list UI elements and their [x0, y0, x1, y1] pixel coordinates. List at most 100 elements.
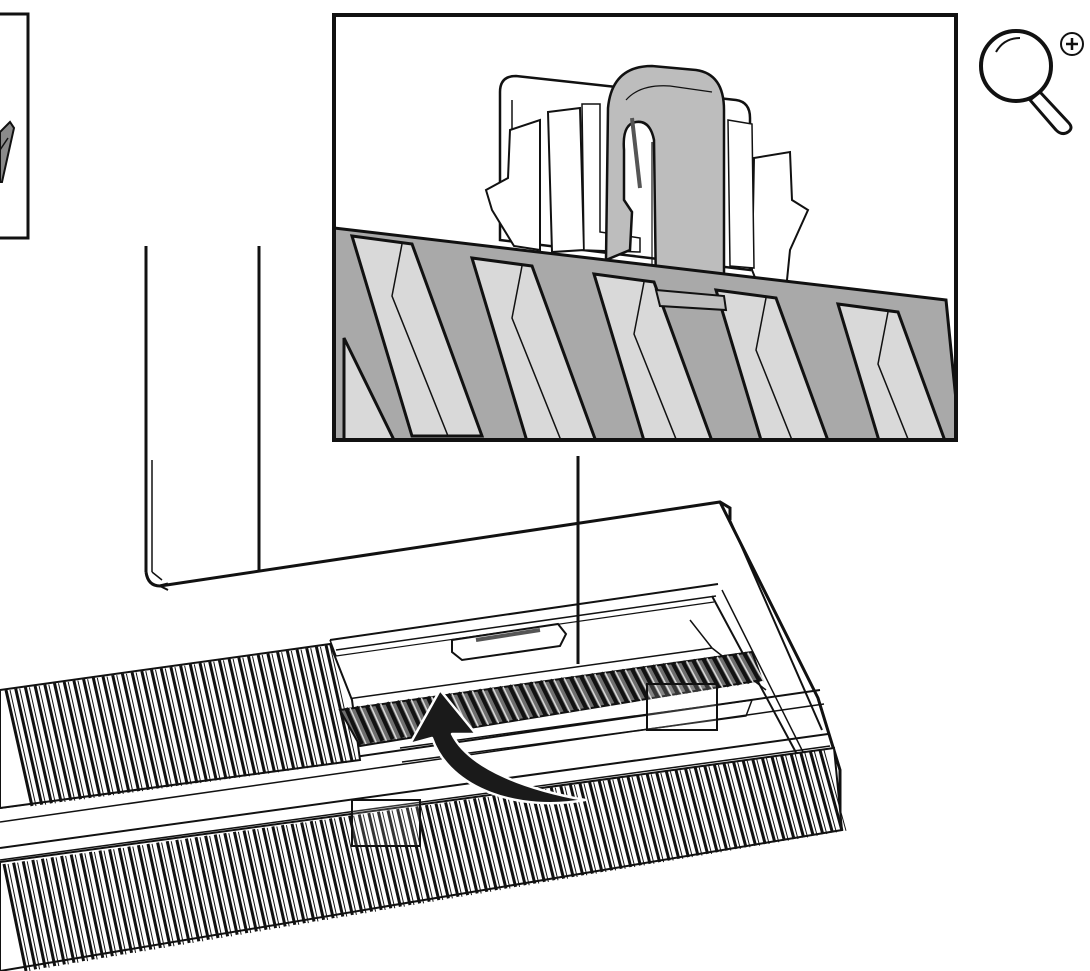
grille-fin-edge [77, 680, 105, 797]
grille-fin [285, 650, 315, 768]
grille-fin-edge [242, 657, 270, 774]
filter-fin-highlight [645, 666, 663, 698]
grille-fin [62, 681, 92, 799]
filter-fin [456, 691, 477, 728]
grille-fin-edge [113, 849, 137, 953]
filter-fin-highlight [379, 703, 398, 740]
grille-fin [204, 835, 230, 937]
grille-fin [645, 773, 671, 861]
filter-fin [711, 655, 731, 688]
grille-fin-edge [785, 755, 809, 838]
filter-fin-highlight [573, 676, 592, 710]
grille-fin-edge [93, 851, 117, 957]
grille-fin-edge [28, 687, 56, 804]
grille-fin [169, 666, 199, 784]
grille-fin-edge [449, 802, 473, 896]
filter-fin-highlight [400, 700, 418, 737]
grille-fin-edge [45, 858, 69, 965]
grille-fin [674, 769, 700, 856]
grille-fin-edge [237, 831, 261, 932]
grille-fin [818, 749, 844, 832]
inset-slot [835, 302, 947, 440]
filter-fin-highlight [614, 670, 632, 703]
front-grille [0, 746, 847, 971]
inset-slot [591, 272, 714, 440]
grille-fin [492, 795, 518, 888]
grille-fin-edge [106, 676, 134, 793]
grille-fin [314, 646, 344, 764]
grille-fin [111, 674, 141, 792]
grille-fin-edge [209, 835, 233, 937]
filter-fin [629, 667, 650, 701]
latch-tab [451, 622, 568, 662]
filter-fin-highlight [553, 679, 571, 713]
grille-fin-edge [468, 799, 492, 892]
filter-fin [364, 704, 385, 742]
filter-fin [497, 685, 517, 721]
grille-fin [69, 854, 95, 960]
rear-left-grille [0, 642, 362, 810]
grille-fin-edge [372, 812, 396, 909]
grille-fin [511, 792, 537, 884]
grille-fin [33, 685, 63, 803]
grille-fin [472, 797, 498, 891]
filter-fin-highlight [390, 702, 408, 738]
grille-fin [140, 670, 170, 788]
grille-fin [636, 775, 662, 863]
grille-fin [120, 673, 150, 791]
grille-fin-edge [305, 822, 329, 920]
filter-fin-highlight [481, 689, 500, 724]
filter-fin-highlight [369, 704, 388, 742]
grille-fin [4, 689, 34, 807]
highlight-boxes [351, 683, 718, 847]
grille-fin [770, 756, 796, 840]
grille-fin-edge [189, 838, 213, 940]
grille-fin-edge [74, 854, 98, 960]
grille-fin [256, 654, 286, 772]
grille-fin-edge [161, 842, 185, 945]
grille-fin-edge [65, 855, 89, 962]
grille-fin-edge [410, 807, 434, 902]
filter-fin-highlight [716, 656, 734, 687]
grille-fin-edge [19, 688, 47, 805]
grille-fin-edge [26, 861, 50, 968]
grille-fin-edge [174, 666, 202, 784]
grille-fin-edge [38, 685, 66, 803]
grille-fin [712, 764, 738, 850]
grille-fin [357, 814, 383, 911]
grille-fin [60, 855, 86, 962]
grille-fin [328, 818, 354, 916]
grille-fin [300, 822, 326, 921]
grille-fin-edge [621, 778, 645, 866]
grille-fin [290, 823, 316, 922]
grille-fin-edge [213, 661, 241, 778]
filter-fin [527, 681, 548, 717]
grille-fin-edge [135, 672, 163, 789]
grille-fin [261, 827, 287, 927]
grille-fin [88, 851, 114, 957]
zoom-in-magnifier-icon[interactable] [979, 29, 1084, 136]
grille-fin [396, 808, 422, 904]
grille-fin-edge [650, 774, 674, 861]
filter-fin-highlight [543, 680, 561, 714]
grille-fin-edge [612, 779, 636, 868]
filter-fin [354, 705, 375, 744]
filter-fin-highlight [594, 673, 612, 706]
grille-fin [722, 763, 748, 848]
filter-fin [640, 665, 660, 699]
grille-fin [21, 861, 47, 969]
inset-slot-rib [633, 281, 678, 440]
grille-fin [760, 757, 786, 842]
filter-fin [486, 687, 507, 723]
highlight-box-front [351, 799, 421, 847]
filter-fin [609, 670, 629, 704]
grille-fin-edge [679, 770, 703, 856]
grille-fin [655, 772, 681, 860]
grille-fin [23, 686, 53, 804]
grille-fin-edge [631, 776, 655, 864]
grille-fin-edge [516, 792, 540, 884]
inset-slot [342, 337, 396, 440]
grille-fin [14, 688, 44, 805]
grille-fin-edge [199, 837, 223, 939]
